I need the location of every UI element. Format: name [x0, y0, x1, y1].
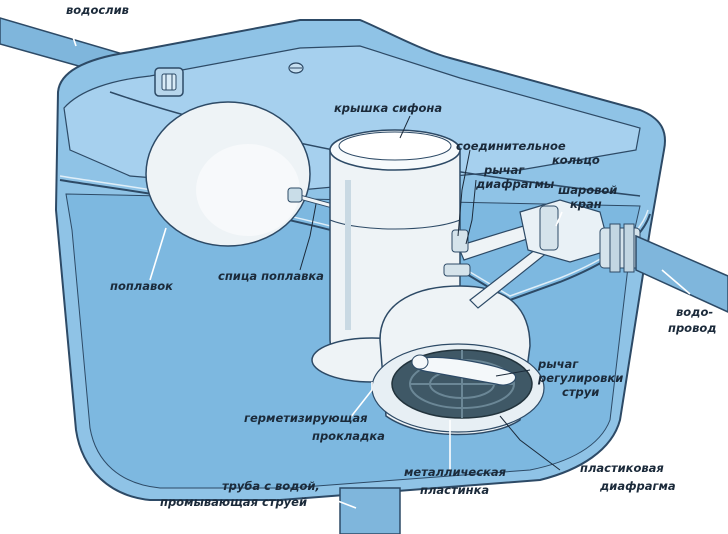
label-gasket-line-1: герметизирующая — [244, 411, 368, 425]
water-supply-pipe — [635, 234, 728, 313]
label-float-spoke: спица поплавка — [218, 269, 324, 283]
label-ball-valve-line-1: шаровой — [558, 183, 617, 197]
label-connecting-ring-line-2: кольцо — [552, 153, 600, 167]
lid-screw-icon — [288, 62, 304, 74]
label-flush-pipe-line-1: труба с водой, — [222, 479, 320, 493]
house-outline-icon — [527, 10, 577, 51]
label-plastic-diaphragm-line-2: диафрагма — [599, 479, 676, 493]
label-plastic-diaphragm-line-1: пластиковая — [580, 461, 664, 475]
label-water-supply-line-2: провод — [668, 321, 717, 335]
label-overflow: водослив — [66, 3, 129, 17]
float-ball — [145, 101, 311, 247]
label-metal-plate-line-1: металлическая — [404, 465, 507, 479]
label-flush-pipe-line-2: промывающая струей — [160, 495, 307, 509]
label-ball-valve-line-2: кран — [570, 197, 602, 211]
flush-pipe — [339, 487, 401, 534]
label-connecting-ring-line-1: соединительное — [456, 139, 566, 153]
label-jet-lever-line-2: регулировки — [537, 371, 623, 385]
leader-lines — [65, 15, 691, 509]
label-diaphragm-lever-line-1: рычаг — [483, 163, 525, 177]
label-siphon-cap: крышка сифона — [334, 101, 442, 115]
label-jet-lever-line-3: струи — [562, 385, 599, 399]
label-water-supply-line-1: водо- — [676, 305, 713, 319]
logo-line-1: Строительство — [580, 16, 699, 34]
label-metal-plate-line-2: пластинка — [420, 483, 489, 497]
label-jet-lever-line-1: рычаг — [537, 357, 579, 371]
jet-regulation-lever — [411, 354, 517, 386]
ball-valve — [519, 199, 641, 273]
logo-line-2: Советы — [580, 34, 638, 52]
lid-bolt-icon — [154, 67, 184, 97]
label-float: поплавок — [110, 279, 174, 293]
brand-logo: Строительство Советы — [527, 10, 699, 52]
label-diaphragm-lever-line-2: диафрагмы — [475, 177, 555, 191]
label-gasket-line-2: прокладка — [312, 429, 385, 443]
